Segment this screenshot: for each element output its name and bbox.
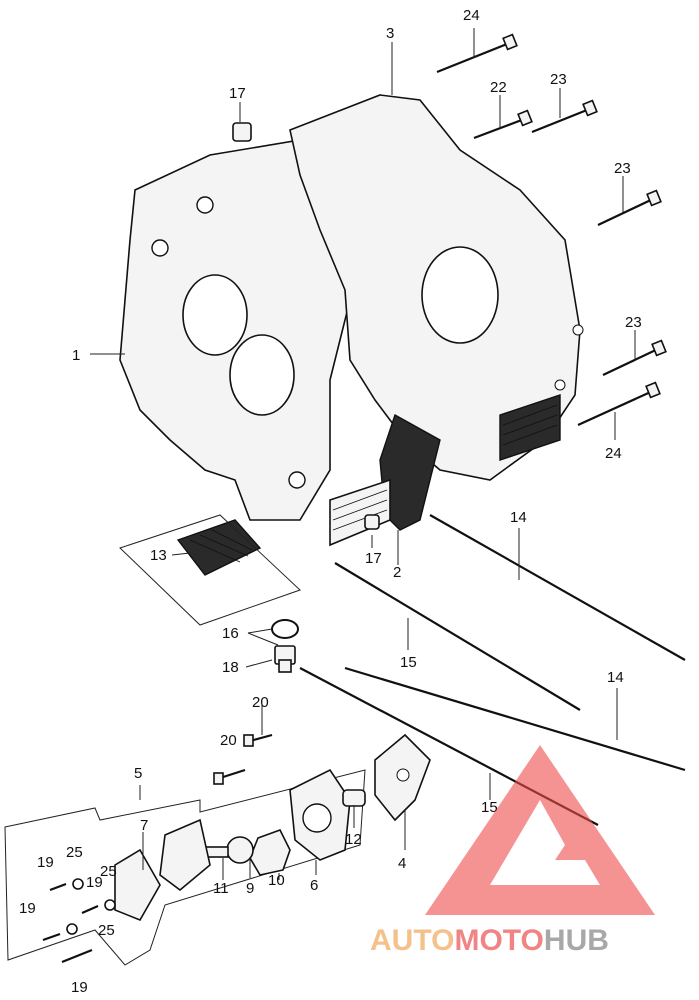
callout-24-low: 24 — [605, 445, 622, 462]
small-bolts — [42, 878, 116, 964]
pump-gasket — [114, 848, 161, 922]
stud-24-low — [577, 388, 656, 427]
watermark-moto-text: MOTO — [454, 924, 543, 957]
stud-23-top — [531, 106, 593, 134]
stud-23-mid — [597, 197, 656, 226]
callout-24-top: 24 — [463, 7, 480, 24]
pump-shaft — [205, 846, 229, 858]
oil-strainer-screen — [176, 519, 262, 576]
callout-4: 4 — [398, 855, 406, 872]
callout-15-upper: 15 — [400, 654, 417, 671]
callout-19-c: 19 — [19, 900, 36, 917]
drain-plug — [274, 645, 296, 673]
callout-19-a: 19 — [37, 854, 54, 871]
callout-2: 2 — [393, 564, 401, 581]
callout-14-upper: 14 — [510, 509, 527, 526]
callout-17-top: 17 — [229, 85, 246, 102]
callout-labels: 1 2 3 4 5 6 7 9 10 11 12 13 14 14 15 15 … — [19, 7, 642, 996]
callout-23-top: 23 — [550, 71, 567, 88]
callout-1: 1 — [72, 347, 80, 364]
rod-14-lower — [344, 666, 686, 772]
callout-19-d: 19 — [71, 979, 88, 996]
callout-23-mid: 23 — [614, 160, 631, 177]
callout-15-lower: 15 — [481, 799, 498, 816]
oil-pump-parts — [114, 733, 431, 922]
callout-25-b: 25 — [100, 863, 117, 880]
callout-5: 5 — [134, 765, 142, 782]
callout-3: 3 — [386, 25, 394, 42]
callout-18: 18 — [222, 659, 239, 676]
callout-19-b: 19 — [86, 874, 103, 891]
dowel-pin-bottom — [364, 514, 380, 530]
leader-lines — [90, 28, 636, 880]
callout-9: 9 — [246, 880, 254, 897]
svg-text:AUTOMOTOHUB: AUTOMOTOHUB — [370, 924, 609, 957]
callout-23-low: 23 — [625, 314, 642, 331]
callout-10: 10 — [268, 872, 285, 889]
watermark-hub-text: HUB — [544, 924, 609, 957]
inner-rotor — [226, 836, 254, 864]
callout-25-a: 25 — [66, 844, 83, 861]
crankcase-assembly — [119, 94, 584, 547]
left-bore-upper — [182, 274, 248, 356]
watermark-triangle-icon — [425, 745, 655, 915]
callout-11: 11 — [213, 880, 229, 897]
callout-12: 12 — [345, 831, 362, 848]
callout-20-a: 20 — [252, 694, 269, 711]
oil-pump-bushing — [342, 789, 366, 807]
dowel-pin-top — [232, 122, 252, 142]
watermark-auto-text: AUTO — [370, 924, 454, 957]
rod-15-upper — [334, 562, 581, 711]
callout-20-b: 20 — [220, 732, 237, 749]
callout-7: 7 — [140, 817, 148, 834]
automotohub-watermark: AUTOMOTOHUB — [370, 745, 655, 957]
bolts-20 — [213, 733, 273, 785]
pump-cover-plate — [159, 818, 211, 892]
callout-17-bottom: 17 — [365, 550, 382, 567]
right-bore — [421, 246, 499, 344]
rod-14-upper — [429, 514, 686, 661]
oil-pump-group-outline — [4, 769, 366, 966]
callout-13: 13 — [150, 547, 167, 564]
callout-14-lower: 14 — [607, 669, 624, 686]
callout-25-c: 25 — [98, 922, 115, 939]
stud-23-low — [602, 347, 661, 376]
callout-6: 6 — [310, 877, 318, 894]
outer-rotor — [249, 829, 291, 876]
left-bore-lower — [229, 334, 295, 416]
drain-plug-washer — [271, 619, 299, 639]
callout-16: 16 — [222, 625, 239, 642]
long-rods — [299, 514, 686, 826]
callout-22: 22 — [490, 79, 507, 96]
oil-pump-gasket-plate — [379, 413, 441, 531]
